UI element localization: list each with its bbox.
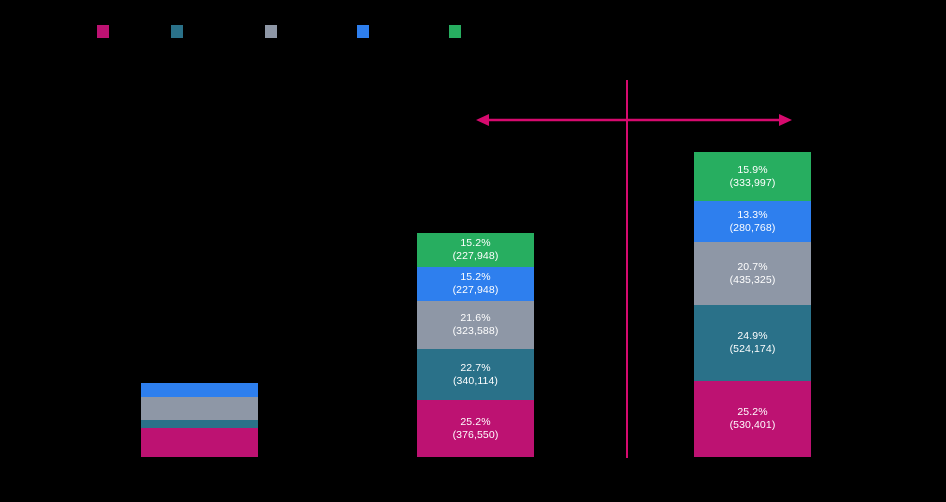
- segment-value-label: (227,948): [452, 250, 499, 262]
- segment-percent-label: 13.3%: [737, 208, 768, 221]
- legend-swatch-teal: [171, 25, 183, 38]
- bar-left-segment-gray[interactable]: [141, 397, 258, 420]
- bar-middle-segment-teal[interactable]: 22.7%(340,114): [417, 349, 534, 400]
- segment-percent-label: 15.9%: [737, 163, 768, 176]
- segment-percent-label: 24.9%: [737, 330, 768, 342]
- double-headed-arrow: [476, 114, 792, 126]
- legend-swatch-magenta: [97, 25, 109, 38]
- legend-swatch-gray: [265, 25, 277, 38]
- bar-middle-segment-blue[interactable]: 15.2%(227,948): [417, 267, 534, 301]
- segment-percent-label: 21.6%: [460, 312, 491, 324]
- segment-value-label: (280,768): [729, 221, 776, 234]
- bar-right-segment-gray[interactable]: 20.7%(435,325): [694, 242, 811, 305]
- segment-value-label: (524,174): [729, 343, 776, 355]
- legend-swatch-blue: [357, 25, 369, 38]
- segment-value-label: (333,997): [729, 176, 776, 189]
- legend-item-0[interactable]: [97, 25, 116, 38]
- segment-value-label: (323,588): [452, 325, 499, 337]
- legend-item-3[interactable]: [357, 25, 376, 38]
- bar-left-segment-teal[interactable]: [141, 420, 258, 428]
- bar-left: [141, 383, 258, 457]
- segment-percent-label: 15.2%: [460, 271, 491, 283]
- bar-left-segment-blue[interactable]: [141, 383, 258, 397]
- segment-percent-label: 22.7%: [460, 361, 491, 374]
- bar-middle-segment-magenta[interactable]: 25.2%(376,550): [417, 400, 534, 457]
- bar-middle-segment-green[interactable]: 15.2%(227,948): [417, 233, 534, 267]
- segment-value-label: (435,325): [729, 273, 776, 286]
- legend-item-1[interactable]: [171, 25, 190, 38]
- segment-value-label: (340,114): [452, 374, 499, 387]
- segment-value-label: (530,401): [729, 419, 776, 431]
- bar-right-segment-teal[interactable]: 24.9%(524,174): [694, 305, 811, 381]
- segment-value-label: (227,948): [452, 284, 499, 296]
- segment-percent-label: 25.2%: [460, 415, 491, 428]
- segment-percent-label: 25.2%: [737, 406, 768, 418]
- chart-legend: [0, 0, 946, 60]
- bar-left-segment-magenta[interactable]: [141, 428, 258, 457]
- bar-right: 15.9%(333,997)13.3%(280,768)20.7%(435,32…: [694, 152, 811, 457]
- legend-item-4[interactable]: [449, 25, 468, 38]
- bar-middle: 15.2%(227,948)15.2%(227,948)21.6%(323,58…: [417, 233, 534, 457]
- segment-percent-label: 20.7%: [737, 260, 768, 273]
- bar-right-segment-magenta[interactable]: 25.2%(530,401): [694, 381, 811, 457]
- legend-item-2[interactable]: [265, 25, 284, 38]
- bar-middle-segment-gray[interactable]: 21.6%(323,588): [417, 301, 534, 349]
- segment-value-label: (376,550): [452, 428, 499, 441]
- legend-swatch-green: [449, 25, 461, 38]
- bar-right-segment-green[interactable]: 15.9%(333,997): [694, 152, 811, 201]
- segment-percent-label: 15.2%: [460, 237, 491, 249]
- bar-right-segment-blue[interactable]: 13.3%(280,768): [694, 201, 811, 242]
